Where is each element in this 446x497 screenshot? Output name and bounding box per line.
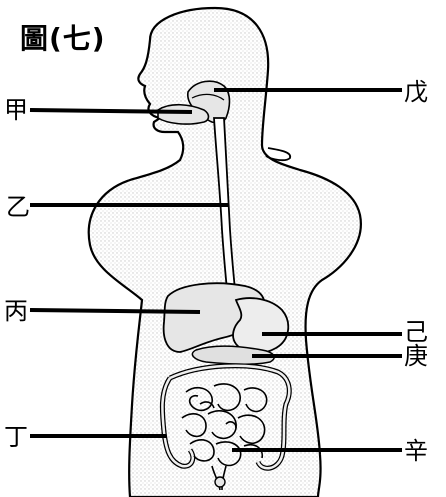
label-ding: 丁 — [4, 423, 28, 451]
label-xin: 辛 — [404, 437, 428, 465]
figure-title: 圖(七) — [20, 22, 106, 56]
label-wu: 戊 — [404, 78, 428, 106]
label-geng: 庚 — [404, 342, 428, 370]
label-yi: 乙 — [6, 193, 30, 221]
neck-fold — [266, 148, 290, 160]
leader-line-bing — [30, 310, 200, 312]
label-bing: 丙 — [4, 297, 28, 325]
label-jia: 甲 — [4, 96, 28, 124]
leader-line-jia — [30, 110, 192, 112]
